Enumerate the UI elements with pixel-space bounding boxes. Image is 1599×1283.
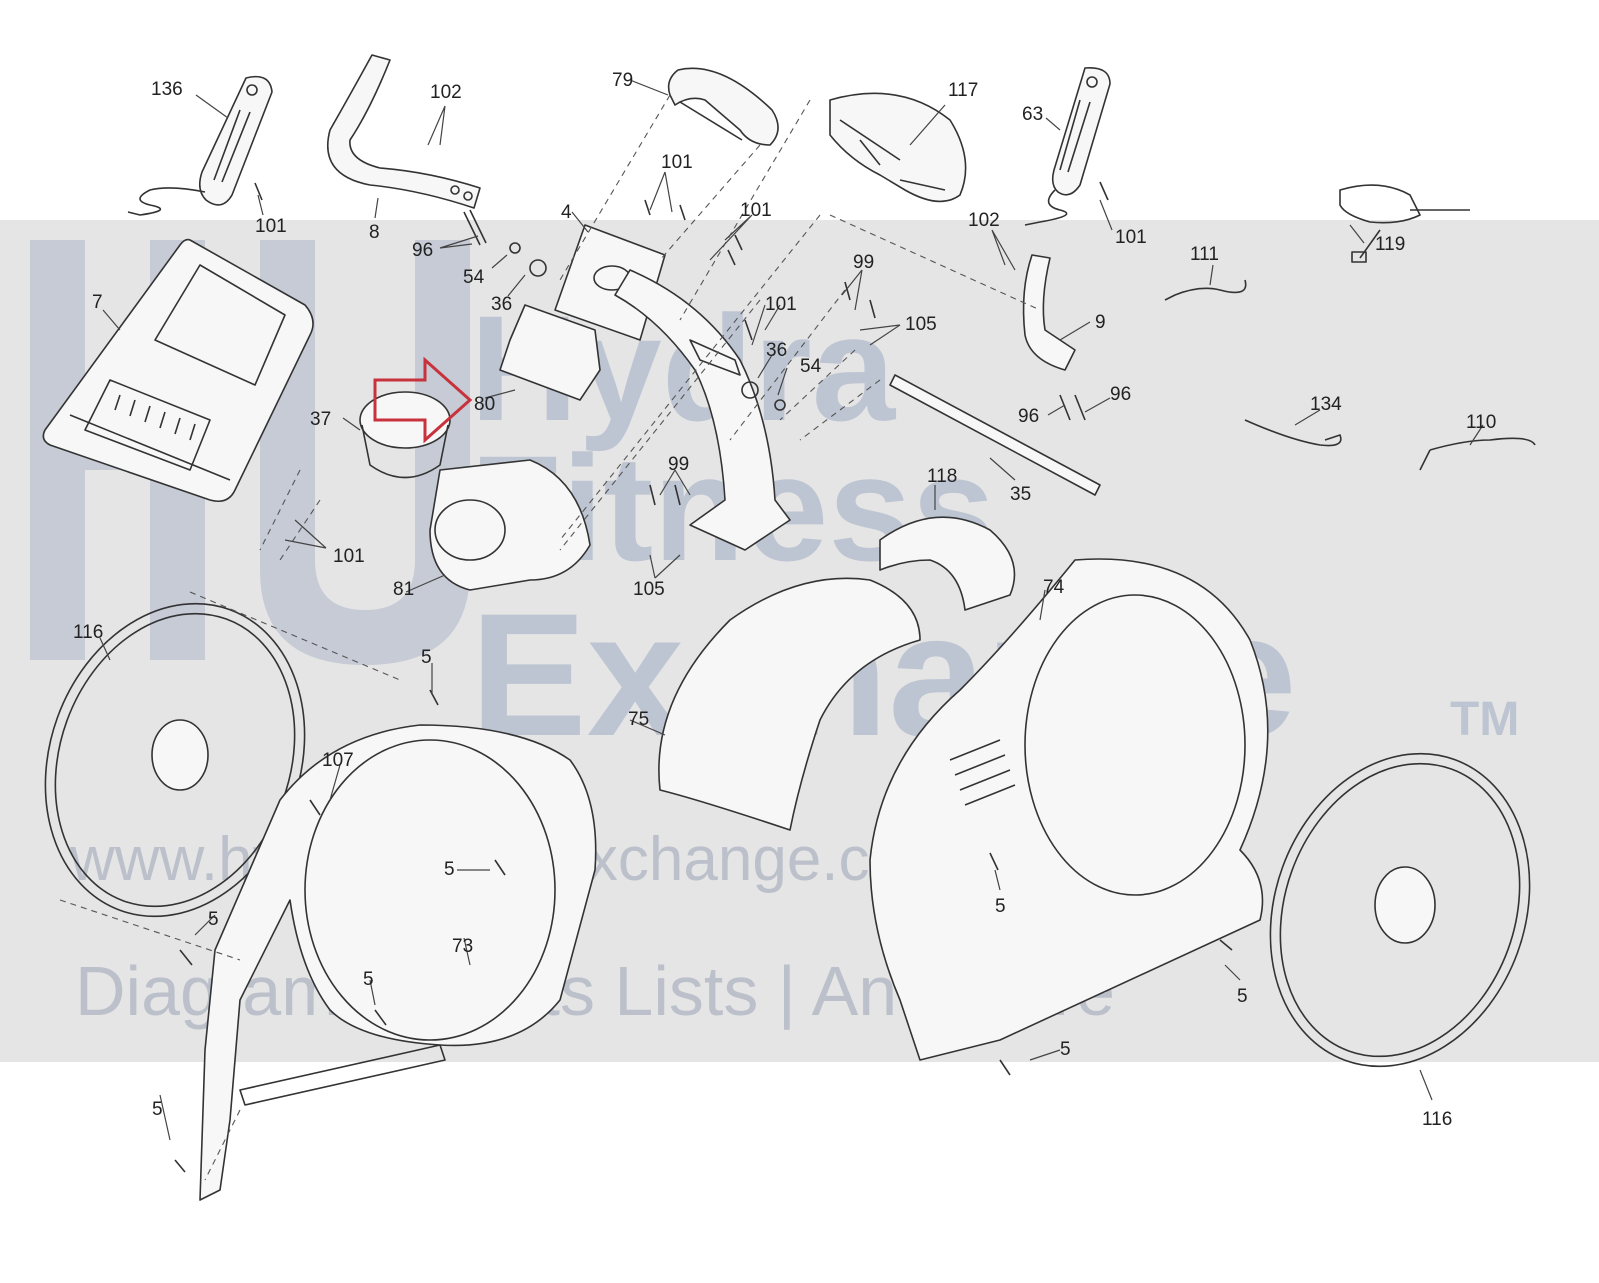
label-116-right: 116	[1422, 1109, 1452, 1130]
label-99-b: 99	[668, 454, 689, 475]
part-35-rod	[889, 374, 1101, 496]
label-74: 74	[1043, 577, 1065, 598]
label-102-top: 102	[430, 82, 462, 103]
label-54-b: 54	[800, 356, 822, 377]
label-134: 134	[1310, 394, 1342, 415]
label-119: 119	[1375, 234, 1405, 255]
label-105-b: 105	[633, 579, 665, 600]
label-5-f: 5	[1237, 986, 1248, 1007]
label-35: 35	[1010, 484, 1031, 505]
label-4: 4	[561, 202, 572, 223]
label-8: 8	[369, 222, 380, 243]
fasteners	[174, 181, 1233, 1173]
highlight-arrow	[373, 356, 473, 444]
part-labels: 136 102 79 117 63 101 8 101 4 101 96 54 …	[73, 70, 1496, 1130]
label-36-b: 36	[766, 340, 787, 361]
label-101-f: 101	[333, 546, 365, 567]
assembly-lines	[59, 94, 1041, 1181]
label-101-d: 101	[1115, 227, 1147, 248]
label-5-c: 5	[995, 896, 1006, 917]
part-80-bracket	[499, 304, 601, 401]
label-101-e: 101	[765, 294, 797, 315]
leader-lines	[99, 79, 1484, 1141]
part-upright-frame	[614, 269, 791, 551]
part-118-cover	[879, 516, 1016, 611]
part-left-shield	[199, 724, 597, 1201]
part-74-right-shield	[869, 558, 1269, 1061]
part-81-lower-cover	[429, 459, 591, 591]
label-36-a: 36	[491, 294, 512, 315]
label-110: 110	[1466, 412, 1496, 433]
label-75: 75	[628, 709, 649, 730]
label-101-c: 101	[740, 200, 772, 221]
label-79: 79	[612, 70, 633, 91]
label-54-a: 54	[463, 267, 485, 288]
label-111: 111	[1190, 244, 1219, 265]
label-101-b: 101	[255, 216, 287, 237]
label-5-h: 5	[152, 1099, 163, 1120]
label-101-a: 101	[661, 152, 693, 173]
label-118: 118	[927, 466, 957, 487]
label-5-b: 5	[444, 859, 455, 880]
label-99-a: 99	[853, 252, 874, 273]
label-81: 81	[393, 579, 414, 600]
label-96-c: 96	[1018, 406, 1039, 427]
label-96-b: 96	[1110, 384, 1131, 405]
part-75-front-shroud	[658, 577, 921, 831]
part-9-arm-tube	[1022, 254, 1086, 421]
label-96-a: 96	[412, 240, 433, 261]
label-136: 136	[151, 79, 183, 100]
part-63-handle-grip	[1024, 67, 1111, 226]
part-119-power-cord	[1339, 184, 1470, 263]
label-107: 107	[322, 750, 354, 771]
label-9: 9	[1095, 312, 1106, 333]
label-5-e: 5	[363, 969, 374, 990]
label-5-d: 5	[208, 909, 219, 930]
label-73: 73	[452, 936, 473, 957]
label-117: 117	[948, 80, 978, 101]
part-79-top-cover	[667, 67, 779, 146]
label-80: 80	[474, 394, 495, 415]
label-5-a: 5	[421, 647, 432, 668]
label-37: 37	[310, 409, 331, 430]
label-116-left: 116	[73, 622, 103, 643]
part-8-arm-tube	[326, 54, 487, 246]
part-116-right-disc	[1269, 752, 1531, 1068]
watermark-tm: TM	[1450, 693, 1519, 746]
part-4-mount-plate	[554, 224, 666, 341]
part-136-handle-grip	[127, 75, 273, 216]
part-117-console-shroud	[829, 92, 967, 203]
part-7-console	[42, 238, 314, 503]
part-cables	[1164, 279, 1536, 471]
label-7: 7	[92, 292, 103, 313]
label-5-g: 5	[1060, 1039, 1071, 1060]
label-102-right: 102	[968, 210, 1000, 231]
label-105-a: 105	[905, 314, 937, 335]
watermark-logo-u	[260, 240, 470, 665]
label-63: 63	[1022, 104, 1043, 125]
